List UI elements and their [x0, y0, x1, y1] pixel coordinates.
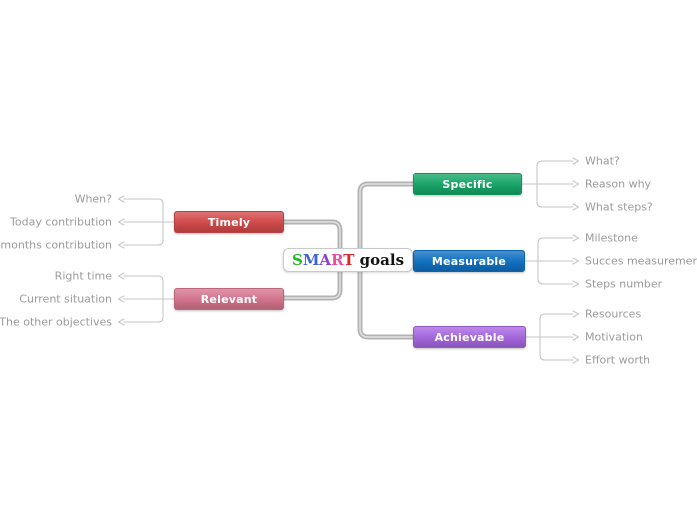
node-specific[interactable]: Specific — [413, 173, 522, 195]
branch-lines-timely — [117, 195, 175, 249]
subtopic-motivation[interactable]: Motivation — [585, 330, 643, 344]
smart-letter-s: S — [291, 251, 303, 269]
arrowhead-icon — [117, 272, 125, 280]
arrowhead-icon — [572, 257, 580, 265]
smart-letter-m: M — [302, 251, 320, 269]
arrowhead-icon — [572, 280, 580, 288]
subtopic-current-situation[interactable]: Current situation — [19, 292, 112, 306]
arrowhead-icon — [572, 157, 580, 165]
subtopic-effort-worth[interactable]: Effort worth — [585, 353, 651, 367]
subtopic-steps-number[interactable]: Steps number — [585, 277, 663, 291]
arrowhead-icon — [572, 310, 580, 318]
center-suffix: goals — [354, 251, 405, 269]
node-center-smart-goals[interactable]: SMART goals — [282, 248, 414, 272]
smart-letter-t: T — [343, 251, 355, 269]
arrowhead-icon — [572, 203, 580, 211]
arrowhead-icon — [117, 195, 125, 203]
subtopic-when[interactable]: When? — [74, 192, 112, 206]
branch-lines-measurable — [524, 234, 580, 288]
subtopic-what[interactable]: What? — [585, 154, 620, 168]
node-measurable[interactable]: Measurable — [413, 250, 525, 272]
arrowhead-icon — [117, 218, 125, 226]
subtopic-resources[interactable]: Resources — [585, 307, 642, 321]
arrowhead-icon — [117, 318, 125, 326]
arrowhead-icon — [117, 295, 125, 303]
node-achievable[interactable]: Achievable — [413, 326, 526, 348]
branch-lines-relevant — [117, 272, 175, 326]
smart-letter-a: A — [319, 251, 332, 269]
branch-lines-achievable — [525, 310, 580, 364]
arrowhead-icon — [572, 356, 580, 364]
node-relevant[interactable]: Relevant — [174, 288, 284, 310]
arrowhead-icon — [117, 241, 125, 249]
subtopic-what-steps[interactable]: What steps? — [585, 200, 653, 214]
smart-letter-r: R — [331, 251, 344, 269]
branch-lines-specific — [521, 157, 580, 211]
subtopic-two-months-contribution[interactable]: Two months contribution — [0, 238, 112, 252]
subtopic-reason-why[interactable]: Reason why — [585, 177, 652, 191]
subtopic-today-contribution[interactable]: Today contribution — [10, 215, 112, 229]
subtopic-the-other-objectives[interactable]: The other objectives — [0, 315, 112, 329]
arrowhead-icon — [572, 180, 580, 188]
subtopic-succes-measurement[interactable]: Succes measurement — [585, 254, 697, 268]
arrowhead-icon — [572, 333, 580, 341]
subtopic-milestone[interactable]: Milestone — [585, 231, 638, 245]
node-timely[interactable]: Timely — [174, 211, 284, 233]
arrowhead-icon — [572, 234, 580, 242]
subtopic-right-time[interactable]: Right time — [54, 269, 112, 283]
